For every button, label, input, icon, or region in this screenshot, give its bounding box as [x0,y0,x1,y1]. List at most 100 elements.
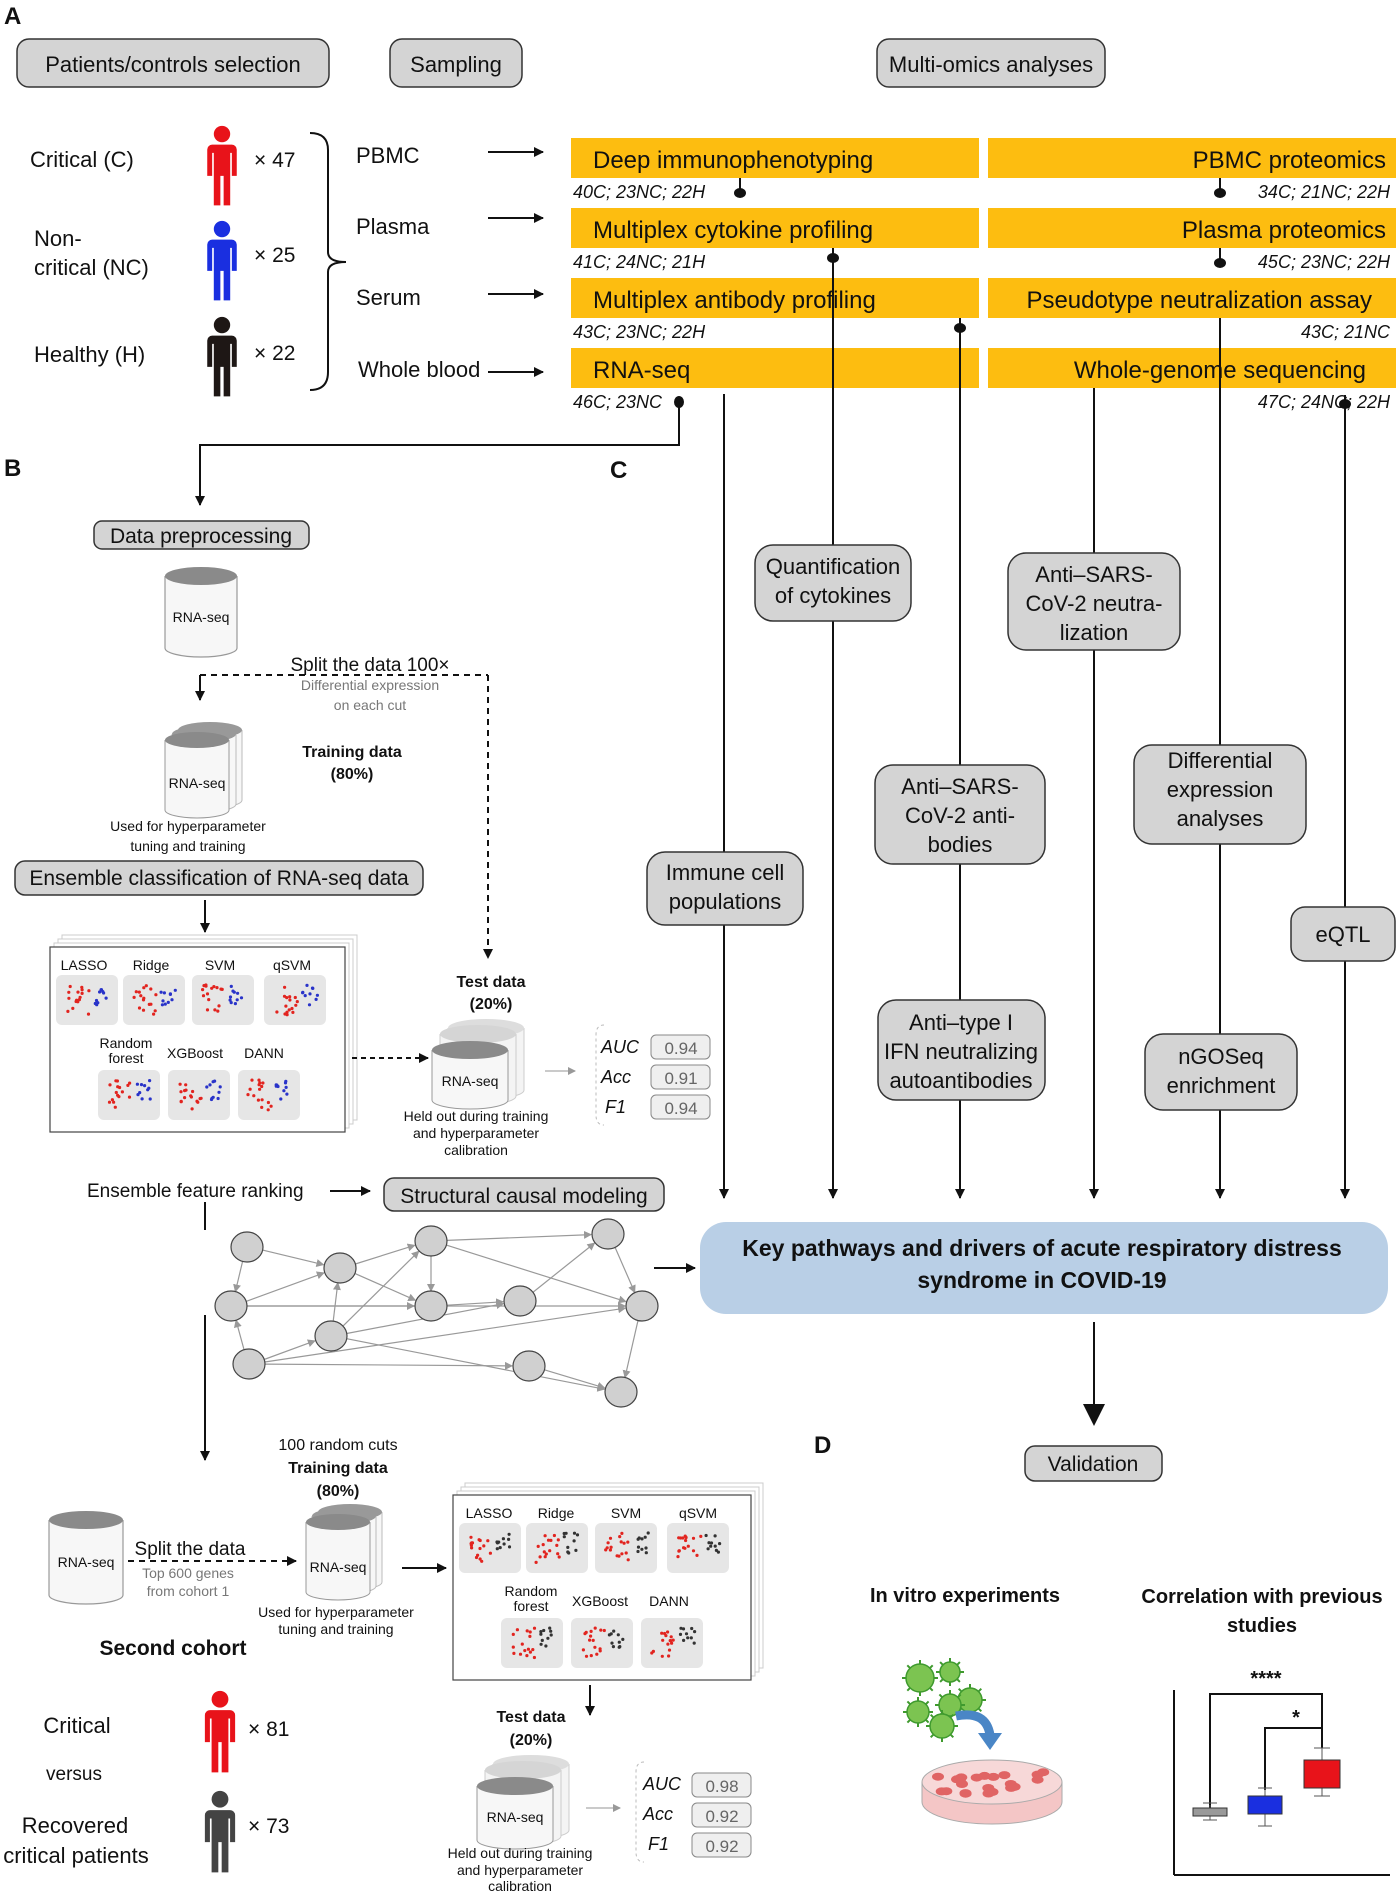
scatter-dot-red [154,993,158,997]
metrics-1: AUC 0.94 Acc 0.91 F1 0.94 [600,1034,711,1120]
scatter-dot-red [593,1626,597,1630]
model1-qsvm-label: qSVM [273,957,311,973]
scatter-dot-red [107,1100,112,1104]
scatter-dot-other [495,1541,500,1545]
scatter-dot-red [512,1651,516,1655]
scatter-dot-other [217,1090,221,1094]
scatter-dot-red [666,1642,670,1646]
scatter-dot-other [693,1630,697,1634]
scatter-dot-red [488,1551,492,1555]
scatter-dot-red [542,1550,546,1554]
scatter-dot-other [314,997,318,1002]
scatter-dot-other [682,1638,686,1642]
scatter-dot-red [525,1629,529,1633]
header-sampling-label: Sampling [410,52,502,77]
scatter-dot-red [86,1012,91,1016]
recovered-label-1: Recovered [22,1813,128,1838]
scatter-dot-other [706,1547,710,1551]
scatter-dot-other [646,1531,650,1535]
scatter-dot-red [108,1083,112,1087]
training-stack-2: RNA-seq [305,1504,383,1601]
scatter-dot-red [246,1093,250,1097]
scatter-dot-other [162,991,166,995]
scatter-dot-red [137,990,141,994]
scatter-dot-red [110,1098,114,1102]
scatter-dot-red [478,1557,482,1561]
scatter-dot-red [538,1555,542,1559]
network-edge [614,1246,636,1294]
scatter-dot-red [584,1654,589,1658]
analysis-ngoseq-line2: enrichment [1167,1073,1276,1098]
scatter-dot-red [184,1083,188,1087]
scatter-dot-red [291,1010,295,1015]
curved-arrow-head-icon [978,1733,1002,1750]
scatter-dot-red [142,986,146,990]
scatter-dot-red [80,988,84,992]
cell-icon [940,1787,953,1796]
scatter-dot-red [543,1534,547,1538]
scatter-dot-other [644,1546,648,1550]
assay-wgs-n: 47C; 24NC; 22H [1258,392,1391,412]
metric-1-f1-name: F1 [605,1097,626,1117]
scatter-dot-red [116,1085,120,1089]
model2-xgb-label: XGBoost [572,1593,628,1609]
scatter-dot-other [689,1636,693,1640]
scatter-dot-red [153,1009,157,1013]
scatter-dot-other [548,1626,552,1630]
scatter-dot-red [113,1105,117,1109]
cell-icon [998,1771,1011,1780]
cell-icon [1031,1775,1044,1784]
network-edge [446,1298,504,1307]
scatter-dot-red [149,1002,153,1006]
scatter-dot-red [608,1536,613,1540]
scatter-dot-other [636,1545,641,1549]
metric-2-f1-name: F1 [648,1834,669,1854]
model2-qsvm-label: qSVM [679,1505,717,1521]
scatter-dot-other [566,1545,570,1549]
metric-1-auc: AUC 0.94 [600,1034,711,1060]
cell-icon [932,1772,944,1781]
metric-2-acc: Acc 0.92 [642,1802,752,1828]
scatter-dot-other [205,1085,209,1089]
metric-1-f1-value: 0.94 [664,1099,697,1118]
network-node [232,1348,266,1380]
cohort-brace [309,132,347,391]
scatter-dot-red [178,1082,182,1086]
scatter-dot-other [542,1628,546,1633]
diffexp-note-2: on each cut [334,697,406,713]
scatter-dot-red [619,1540,623,1544]
scatter-dot-other [140,1097,144,1101]
scatter-dot-other [283,1081,288,1085]
scatter-dot-other [507,1537,511,1541]
scatter-dot-red [599,1628,603,1632]
scatter-dot-other [228,998,232,1002]
scatter-tile [595,1523,657,1573]
scatter-dot-red [252,1094,256,1098]
sample-serum: Serum [356,285,421,310]
scatter-dot-other [209,1097,214,1102]
assay-antibody: Multiplex antibody profiling [571,278,979,318]
scatter-dot-red [681,1536,685,1540]
scatter-dot-red [201,994,206,998]
scatter-dot-other [166,1000,170,1005]
assay-deep: Deep immunophenotyping [571,138,979,178]
scatter-tile [667,1523,729,1573]
analysis-neutralization: Anti–SARS- CoV-2 neutra- lization [1007,552,1181,651]
scatter-dot-red [660,1631,664,1635]
top-genes-1: Top 600 genes [142,1565,234,1581]
scatter-dot-other [143,1084,147,1088]
network-edge [332,1281,341,1323]
scatter-dot-red [528,1634,532,1638]
scatter-dot-red [602,1628,606,1633]
analysis-cytokines-line1: Quantification [766,554,901,579]
scatter-dot-red [589,1634,593,1638]
scatter-dot-other [239,996,244,1000]
metric-1-acc: Acc 0.91 [600,1064,711,1090]
scatter-dot-red [117,1095,121,1099]
model2-lasso-label: LASSO [466,1505,513,1521]
scatter-dot-other [282,1089,286,1093]
heldout-2-line2: and hyperparameter [457,1862,583,1878]
scatter-dot-other [562,1535,566,1539]
scatter-dot-red [595,1652,599,1656]
training-1-note-1: Used for hyperparameter [110,818,266,834]
